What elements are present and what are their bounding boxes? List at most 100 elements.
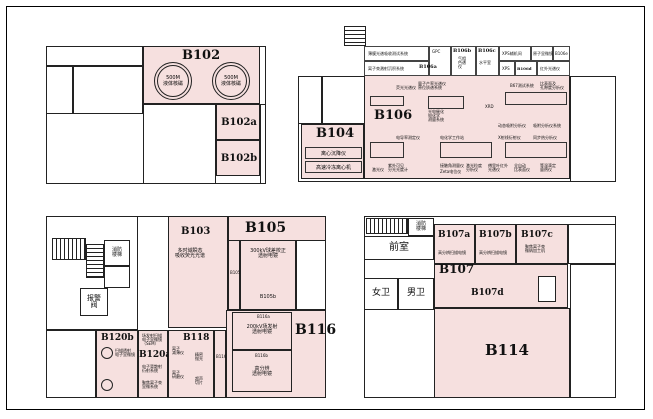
room-b106b-label: B106b [453, 48, 472, 54]
room-b102a[interactable]: B102a [216, 104, 260, 140]
room-b102b[interactable]: B102b [216, 140, 260, 176]
centrifuge-sediment-label: 离心沉降仪 [320, 150, 346, 157]
room-b116b[interactable]: B116b 高分辨 透射电镜 [232, 350, 292, 392]
b105-side [296, 240, 326, 310]
room-b102b-label: B102b [220, 152, 258, 164]
room-b120a-label: B120a [139, 350, 172, 360]
room-b102a-label: B102a [221, 116, 257, 128]
ir-spectrometer-label: 红外光谱仪 [540, 66, 560, 71]
label-photoelectro: 光电催化 电化学 测量系统 [428, 109, 444, 123]
tem-200kv-label: 200kV场发射 透射电镜 [246, 324, 278, 336]
tem-300kv-label: 300kV球差校正 透射电镜 [250, 248, 286, 260]
room-b104[interactable]: B104 离心沉降仪 高速冷冻离心机 [301, 124, 364, 179]
equip-ion-beam[interactable]: 离子束溅射沉积系统 [364, 61, 429, 76]
high-speed-centrifuge[interactable]: 高速冷冻离心机 [305, 161, 362, 173]
b118-ion-thin: 离子 减薄仪 [172, 346, 184, 356]
stem-label: 扫描透射 电子显微镜 [115, 348, 135, 358]
top-stair [344, 26, 366, 46]
room-b118-label: B118 [183, 333, 210, 343]
plan-border [6, 6, 645, 410]
room-b116c[interactable]: B116c [214, 330, 229, 398]
stair-left-room [46, 66, 73, 114]
room-b103[interactable]: B103 多时域瞬态 吸收荧光光谱 [168, 216, 228, 328]
equip-xps[interactable]: XPS [499, 61, 515, 76]
room-b106d[interactable]: B106d [515, 61, 537, 76]
label-quantum-yield: 量子产率光谱仪 原位质谱系统 [418, 81, 446, 91]
east-room [570, 76, 616, 182]
mens-restroom[interactable]: 男卫 [398, 278, 434, 310]
room-xps-aux[interactable]: XPS辅机间 [499, 46, 531, 61]
centrifuge-sediment[interactable]: 离心沉降仪 [305, 147, 362, 159]
room-b105a[interactable]: B105a [228, 240, 243, 310]
b118-ion-mill: 离子 研磨仪 [172, 370, 184, 380]
label-itc: 等温滴定 量热仪 [540, 163, 556, 173]
room-b106e[interactable]: B106e [553, 46, 570, 61]
fire-stair-2-label: 消防 楼梯 [415, 220, 426, 232]
label-zeta: Zeta电位仪 [440, 169, 462, 174]
room-b103-label: B103 [181, 226, 211, 237]
room-b116-label: B116 [295, 322, 337, 338]
room-b107b[interactable]: B107b 高分辨扫描电镜 [475, 224, 516, 264]
b118-polish: 精密 抛光 [195, 352, 203, 362]
bench-4 [370, 142, 404, 158]
label-fluorescence: 荧光光谱仪 [396, 85, 416, 90]
b120a-fib-label: 聚焦离子束 显微系统 [142, 380, 162, 390]
room-b114-label: B114 [485, 341, 529, 359]
alarm-valve-label: 报警 阀 [87, 293, 101, 309]
hr-tem-label: 高分辨 透射电镜 [251, 366, 272, 378]
equip-ir-spectrometer[interactable]: 红外光谱仪 [537, 61, 570, 76]
nmr-500m-1-label: 500M 液体核磁 [162, 75, 183, 87]
stair-room [322, 76, 366, 124]
label-auto-bet: 全自动 比表面仪 [514, 163, 530, 173]
fire-stair-2[interactable]: 消防 楼梯 [408, 218, 434, 236]
label-laser: 激光仪 [372, 167, 384, 172]
stem-icon-2 [101, 379, 113, 391]
corner-room [298, 76, 322, 124]
b118-slice: 超声 切片 [195, 376, 203, 386]
room-b105-label: B105 [245, 220, 287, 236]
room-b116a-label: B116a [257, 314, 270, 319]
room-b106d-label: B106d [517, 66, 532, 71]
anteroom[interactable]: 前室 [364, 236, 434, 260]
bench-6 [505, 142, 567, 158]
label-b67-test: B67测试系统 [510, 83, 534, 88]
fire-stair-1[interactable]: 消防 楼梯 [104, 240, 130, 266]
room-b107-label: B107 [439, 262, 475, 276]
room-b102[interactable]: B102 500M 液体核磁 500M 液体核磁 [143, 46, 260, 104]
room-b105b[interactable]: 300kV球差校正 透射电镜 B105b [240, 240, 296, 310]
alarm-valve-room[interactable]: 报警 阀 [80, 288, 108, 316]
room-b107c-desc: 聚焦离子束 微纳加工机 [525, 244, 545, 254]
room-b107a-desc: 高分辨扫描电镜 [438, 250, 466, 255]
east-corridor [570, 264, 616, 398]
nmr-500m-2[interactable]: 500M 液体核磁 [212, 62, 250, 100]
label-bet: 比表面及 孔隙度分析仪 [540, 81, 564, 91]
room-b116b-label: B116b [255, 353, 268, 358]
room-b120b[interactable]: B120b 扫描透射 电子显微镜 [96, 330, 138, 398]
equip-afm[interactable]: 原子显微镜 [531, 46, 553, 61]
label-electrochem: 电化学工作站 [440, 135, 464, 140]
room-b104-label: B104 [316, 126, 355, 141]
label-dyn-adsorption: 动态吸附分析仪 [498, 123, 526, 128]
womens-restroom[interactable]: 女卫 [364, 278, 398, 310]
fire-stair-1-graphic-2 [86, 244, 104, 278]
room-b106a-label: B106a [419, 64, 437, 70]
room-b120a[interactable]: 场发射扫描 电子显微镜 （SEM） B120a 电子背散射 衍射系统 聚焦离子束… [138, 330, 172, 398]
womens-restroom-label: 女卫 [371, 288, 390, 299]
bench-5 [440, 142, 492, 158]
room-b114[interactable]: B114 [434, 308, 570, 398]
equip-film-spectra[interactable]: 薄膜光谱吸收测试系统 [364, 46, 429, 61]
room-b107c[interactable]: B107c 聚焦离子束 微纳加工机 [516, 224, 568, 264]
label-contact-angle: 接触角测量仪 [440, 163, 464, 168]
room-b107b-label: B107b [479, 230, 512, 240]
fire-stair-1-graphic [52, 238, 86, 260]
room-b116a[interactable]: B116a 200kV场发射 透射电镜 [232, 312, 292, 350]
label-laser-particle: 激光粒度 分析仪 [466, 163, 482, 173]
room-b118[interactable]: B118 离子 减薄仪 精密 抛光 离子 研磨仪 超声 切片 [168, 330, 214, 398]
xps-label: XPS [502, 66, 510, 71]
nmr-500m-1[interactable]: 500M 液体核磁 [154, 62, 192, 100]
room-b107a[interactable]: B107a 高分辨扫描电镜 [434, 224, 475, 264]
room-b120b-label: B120b [101, 333, 134, 343]
